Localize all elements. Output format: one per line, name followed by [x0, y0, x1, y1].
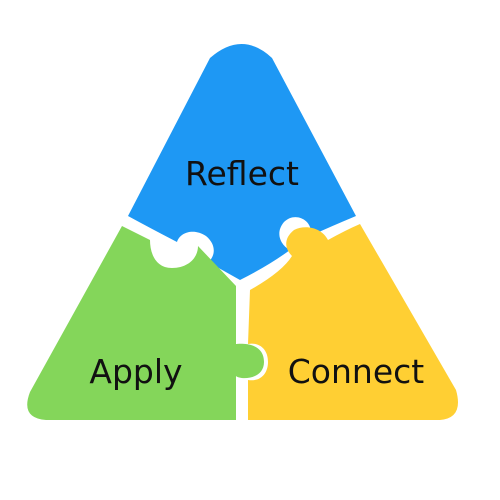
- apply-label: Apply: [89, 352, 182, 391]
- puzzle-piece-apply: Apply: [27, 226, 264, 420]
- puzzle-piece-reflect: Reflect: [128, 44, 356, 280]
- reflect-piece-shape: [128, 44, 356, 280]
- apply-piece-shape: [27, 226, 264, 420]
- connect-piece-shape: [248, 224, 458, 420]
- connect-label: Connect: [288, 352, 425, 391]
- reflect-label: Reflect: [185, 154, 299, 193]
- puzzle-piece-connect: Connect: [248, 224, 458, 420]
